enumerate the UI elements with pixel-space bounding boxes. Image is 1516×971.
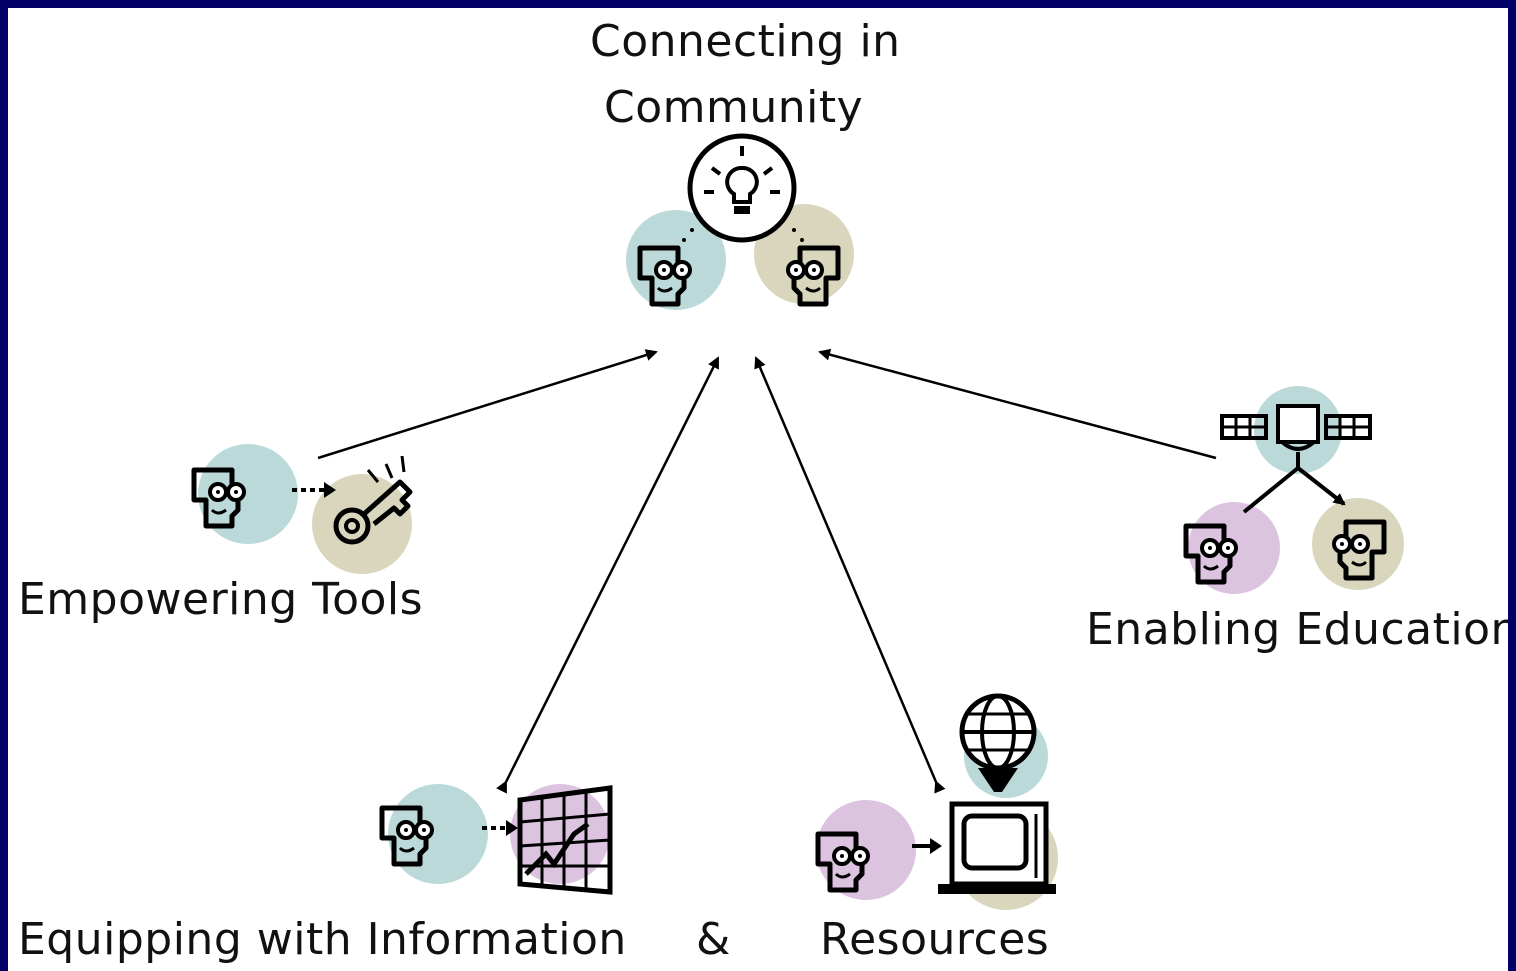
arrow-education-to-community — [818, 348, 1217, 460]
title-line-1: Connecting in — [590, 16, 901, 67]
arrow-info-community — [496, 356, 720, 794]
resources-icon — [816, 693, 1058, 910]
label-empowering-tools: Empowering Tools — [18, 574, 424, 625]
arrow-tools-to-community — [317, 349, 658, 460]
diagram-canvas — [8, 133, 1404, 910]
label-resources: Resources — [820, 914, 1050, 965]
arrow-resources-community — [754, 356, 946, 794]
community-icon — [626, 133, 854, 310]
slide: Connecting in Community Empowering Tools… — [8, 8, 1508, 971]
connector-arrows — [317, 348, 1217, 794]
label-enabling-education: Enabling Education — [1086, 604, 1508, 655]
label-equipping-information: Equipping with Information — [18, 914, 627, 965]
label-ampersand: & — [696, 914, 731, 965]
title-line-2: Community — [604, 82, 864, 133]
tools-icon — [194, 444, 413, 574]
education-icon — [1186, 386, 1404, 594]
information-icon — [382, 784, 613, 895]
